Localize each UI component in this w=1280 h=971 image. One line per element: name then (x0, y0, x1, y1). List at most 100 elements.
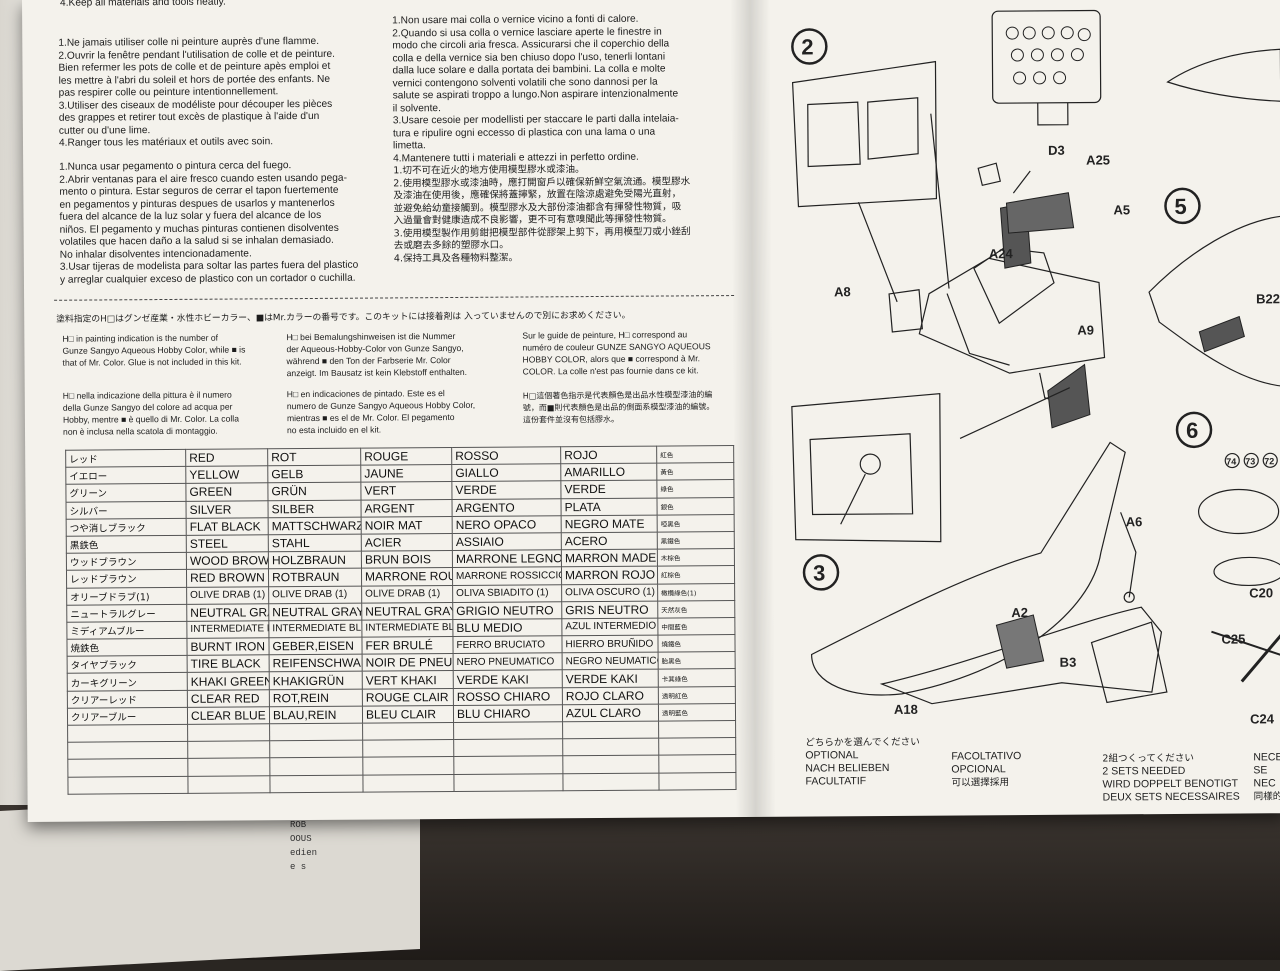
table-cell-fr: FER BRULÉ (361, 636, 454, 655)
table-cell-zh: 透明紅色 (658, 686, 736, 704)
note-line: numéro de couleur GUNZE SANGYO AQUEOUS (522, 341, 711, 353)
table-cell-en (187, 775, 271, 794)
table-cell-en (187, 723, 270, 742)
note-line: no esta incluido en el kit. (286, 424, 382, 436)
table-cell-jp: レッドブラウン (66, 569, 187, 588)
table-cell-fr: BRUN BOIS (361, 550, 453, 569)
table-cell-zh (658, 772, 737, 790)
table-cell-fr: NOIR MAT (361, 516, 453, 535)
table-cell-zh (658, 737, 736, 756)
paint-note-german: H□ bei Bemalungshinweisen ist die Nummer… (286, 330, 506, 380)
legend-line: OPTIONAL (805, 749, 859, 762)
table-cell-en: YELLOW (185, 465, 268, 484)
zoom-box-cockpit (791, 60, 938, 208)
table-cell-zh: 木棕色 (657, 548, 735, 567)
safety-french: 1.Ne jamais utiliser colle ni peinture a… (58, 35, 399, 150)
table-cell-it: VERDE KAKI (453, 670, 563, 689)
paint-note-japanese: 塗料指定のH□はグンゼ産業・水性ホビーカラー、■はMr.カラーの番号です。このキ… (56, 310, 631, 325)
table-cell-fr: VERT KHAKI (362, 670, 454, 689)
note-line: COLOR. La colle n'est pas fournie dans c… (522, 365, 699, 377)
table-cell-jp: シルバー (66, 500, 187, 519)
label-a18: A18 (894, 702, 918, 717)
scrap-line: OOUS (290, 834, 312, 844)
label-c20: C20 (1249, 585, 1273, 600)
part-labels: 2 3 5 6 D3 A25 A5 A24 A8 A9 A6 A2 B3 A18… (801, 34, 1280, 726)
paint-note-french: Sur le guide de peinture, H□ correspond … (522, 328, 737, 377)
table-cell-zh: 天然灰色 (657, 600, 735, 618)
table-cell-es (562, 738, 659, 757)
paper-scrap-text: ROB OOUS edien e s (290, 818, 400, 874)
legend-line: 2組つくってください (1102, 752, 1195, 765)
step-2-number: 2 (801, 34, 813, 59)
cockpit-tub (918, 257, 1106, 374)
table-cell-zh: 卡其綠色 (658, 668, 736, 687)
step-3-number: 3 (813, 560, 825, 585)
legend-line: FACULTATIF (805, 775, 867, 788)
table-cell-zh: 黑鐵色 (657, 531, 735, 550)
table-cell-jp: クリアーレッド (67, 689, 188, 709)
legend-line: NACH BELIEBEN (805, 761, 890, 775)
table-cell-de: KHAKIGRÜN (269, 671, 363, 690)
table-cell-fr: INTERMEDIATE BLUE (361, 619, 453, 638)
table-cell-zh: 中間藍色 (657, 617, 735, 636)
label-a24: A24 (989, 246, 1014, 261)
instrument-panel (991, 9, 1102, 104)
table-cell-fr: NOIR DE PNEU (362, 653, 454, 672)
table-cell-jp: 焼鉄色 (66, 638, 188, 657)
wheel-well-part (1198, 488, 1280, 535)
table-cell-jp: レッド (65, 449, 186, 468)
table-cell-it (453, 721, 563, 740)
note-line: 這份套件並沒有包括膠水。 (522, 414, 619, 425)
table-cell-de: HOLZBRAUN (268, 551, 362, 570)
table-cell-de: OLIVE DRAB (1) (268, 585, 362, 604)
table-cell-it: OLIVA SBIADITO (1) (452, 584, 562, 603)
table-cell-en: OLIVE DRAB (1) (186, 586, 269, 605)
note-line: anzeigt. Im Bausatz ist kein Klebstoff e… (286, 366, 468, 379)
legend-line: OPCIONAL (951, 763, 1006, 776)
label-c25: C25 (1221, 631, 1245, 646)
part-a2 (995, 614, 1045, 669)
table-cell-de: GEBER,EISEN (268, 637, 363, 656)
table-cell-es: GRIS NEUTRO (561, 600, 658, 619)
table-cell-es: ROJO (560, 446, 657, 464)
legend-line: WIRD DOPPELT BENOTIGT (1102, 777, 1239, 791)
note-line: numero de Gunze Sangyo Aqueous Hobby Col… (286, 399, 476, 412)
table-cell-it (453, 756, 563, 775)
table-cell-fr: ACIER (361, 533, 453, 552)
table-cell-fr (362, 774, 455, 792)
label-d3: D3 (1048, 143, 1065, 158)
table-cell-en: FLAT BLACK (186, 517, 269, 536)
table-cell-en: BURNT IRON (186, 637, 270, 656)
table-cell-de: GRÜN (267, 482, 361, 501)
legend-line: 可以選擇採用 (951, 777, 1010, 789)
table-cell-de (269, 723, 363, 741)
table-cell-fr: ROUGE CLAIR (362, 688, 454, 706)
table-cell-zh: 胎黑色 (658, 651, 736, 670)
table-cell-it: NERO PNEUMATICO (453, 652, 563, 671)
table-cell-jp: カーキグリーン (67, 672, 188, 691)
table-cell-es: MARRON MADERA (561, 549, 658, 568)
legend-line: SE NEC (1253, 764, 1276, 790)
safety-line: y arreglar cualquier exceso de plastico … (59, 272, 356, 286)
step-6-number: 6 (1186, 418, 1198, 443)
table-row (67, 772, 737, 794)
label-74: 74 (1226, 457, 1236, 467)
paint-note-italian: H□ nella indicazione della pittura è il … (63, 388, 278, 437)
table-cell-fr (362, 756, 454, 775)
table-cell-de: ROT (267, 448, 361, 466)
table-cell-jp: ニュートラルグレー (66, 604, 187, 623)
table-cell-it (453, 738, 563, 757)
table-cell-jp: ミディアムブルー (66, 621, 187, 640)
table-cell-de (269, 757, 363, 776)
legend-optional: どちらかを選んでください OPTIONAL NACH BELIEBEN FACU… (805, 735, 965, 788)
table-cell-en (187, 758, 270, 776)
table-cell-it: MARRONE ROSSICCIO (452, 567, 562, 586)
legend-line: FACOLTATIVO (951, 750, 1022, 763)
table-cell-it: ROSSO CHIARO (453, 687, 563, 706)
table-cell-es (562, 721, 659, 739)
table-cell-jp: イエロー (65, 466, 186, 485)
step-5-badge (1164, 187, 1201, 225)
label-a9: A9 (1077, 323, 1094, 338)
safety-line: 2.使用模型膠水或漆油時，應打開窗戶以確保新鮮空氣流通。模型膠水 (393, 175, 691, 189)
paint-note-chinese: H□這個著色指示是代表顏色是出品水性模型漆油的編 號，而■則代表顏色是出品的側面… (523, 389, 738, 427)
